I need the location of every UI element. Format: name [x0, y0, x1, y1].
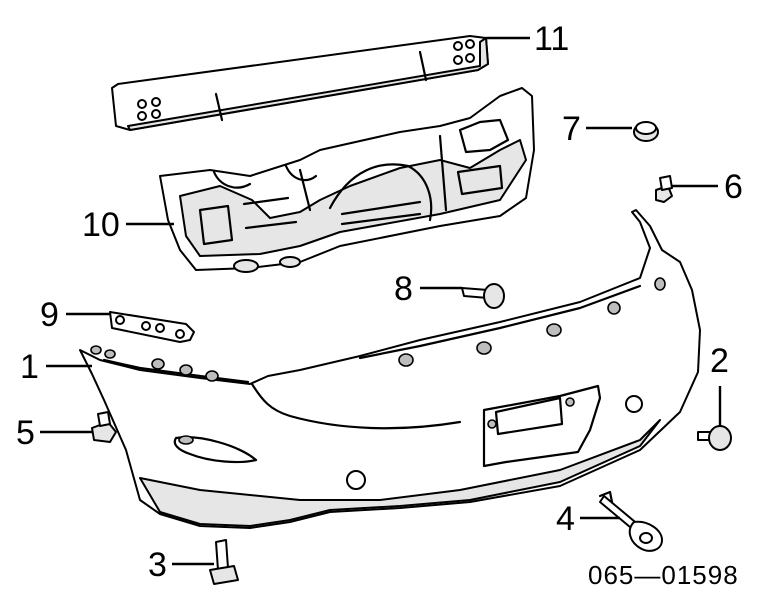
part-7-nut — [633, 121, 659, 142]
callout-3: 3 — [148, 546, 167, 584]
part-3-bracket — [209, 539, 239, 585]
part-9-upper-retainer — [109, 311, 195, 343]
part-4-tow-eye — [598, 490, 663, 552]
part-2-push-pin — [697, 425, 732, 451]
part-11-reinforcement-bar — [111, 35, 489, 131]
callout-10: 10 — [82, 206, 120, 244]
part-10-energy-absorber — [159, 87, 535, 273]
part-5-nut-clip — [91, 411, 117, 443]
part-6-clip — [655, 175, 673, 203]
callout-2: 2 — [710, 342, 729, 380]
callout-7: 7 — [562, 110, 581, 148]
callout-9: 9 — [40, 296, 59, 334]
diagram-part-code: 065—01598 — [588, 560, 739, 590]
part-8-push-pin — [461, 283, 505, 309]
callout-4: 4 — [556, 500, 575, 538]
callout-5: 5 — [16, 414, 35, 452]
callout-8: 8 — [394, 270, 413, 308]
part-1-bumper-cover — [79, 209, 701, 529]
callout-11: 11 — [534, 20, 569, 58]
callout-1: 1 — [20, 348, 39, 386]
callout-6: 6 — [724, 168, 743, 206]
